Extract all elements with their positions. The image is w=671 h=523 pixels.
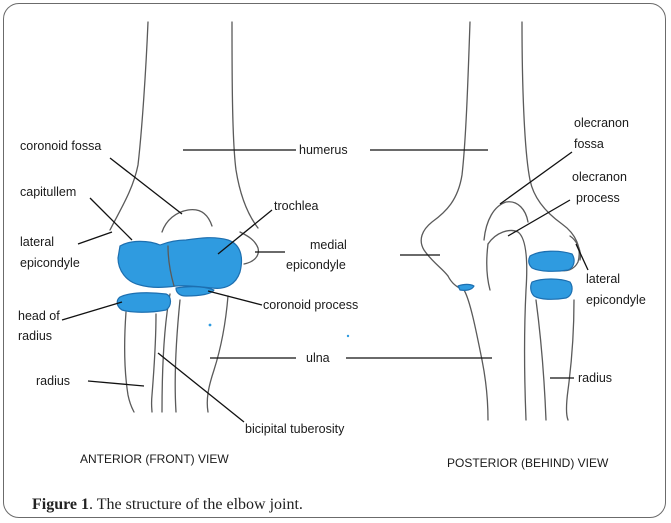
- capitulum-cartilage: [118, 238, 242, 289]
- label-humerus: humerus: [299, 143, 348, 157]
- posterior-radius-head-cartilage-bottom: [531, 279, 572, 299]
- anterior-humerus: [110, 22, 258, 230]
- figure-caption: Figure 1. The structure of the elbow joi…: [32, 496, 303, 514]
- label-anterior-view: ANTERIOR (FRONT) VIEW: [80, 452, 229, 466]
- label-bicipital-tuberosity: bicipital tuberosity: [245, 422, 345, 436]
- label-ulna: ulna: [306, 351, 330, 365]
- label-coronoid-process: coronoid process: [263, 298, 358, 312]
- radius-head-cartilage: [117, 293, 170, 312]
- figure-caption-text: . The structure of the elbow joint.: [89, 496, 303, 513]
- label-coronoid-fossa: coronoid fossa: [20, 139, 101, 153]
- label-medial-epicondyle-line1: medial: [310, 238, 347, 252]
- leader-lines: [62, 150, 588, 422]
- label-olecranon-fossa-line2: fossa: [574, 137, 604, 151]
- posterior-view: [421, 22, 580, 420]
- label-head-of-radius-line2: radius: [18, 329, 52, 343]
- anterior-medial-epicondyle: [240, 232, 258, 264]
- label-lateral-epicondyle-line2: epicondyle: [20, 256, 80, 270]
- figure-caption-prefix: Figure 1: [32, 496, 89, 513]
- label-lateral-epicondyle-line1: lateral: [20, 235, 54, 249]
- olecranon-fossa: [484, 202, 528, 240]
- label-radius-right: radius: [578, 371, 612, 385]
- label-olecranon-process-line2: process: [576, 191, 620, 205]
- anterior-ulna: [162, 294, 228, 412]
- posterior-radius-head-cartilage-top: [529, 251, 574, 271]
- label-olecranon-process-line1: olecranon: [572, 170, 627, 184]
- label-olecranon-fossa-line1: olecranon: [574, 116, 629, 130]
- label-head-of-radius-line1: head of: [18, 309, 60, 323]
- posterior-radius: [536, 300, 574, 420]
- posterior-humerus: [421, 22, 579, 276]
- label-capitullem: capitullem: [20, 185, 76, 199]
- label-lateral-epicondyle-right-line2: epicondyle: [586, 293, 646, 307]
- anterior-radius: [125, 312, 156, 412]
- label-radius-left: radius: [36, 374, 70, 388]
- posterior-small-cartilage: [458, 285, 474, 291]
- label-lateral-epicondyle-right-line1: lateral: [586, 272, 620, 286]
- anterior-coronoid-fossa: [162, 210, 212, 232]
- olecranon-process-outline: [487, 244, 490, 290]
- label-trochlea: trochlea: [274, 199, 319, 213]
- anterior-ulna-inner: [175, 300, 180, 412]
- label-posterior-view: POSTERIOR (BEHIND) VIEW: [447, 456, 609, 470]
- label-medial-epicondyle-line2: epicondyle: [286, 258, 346, 272]
